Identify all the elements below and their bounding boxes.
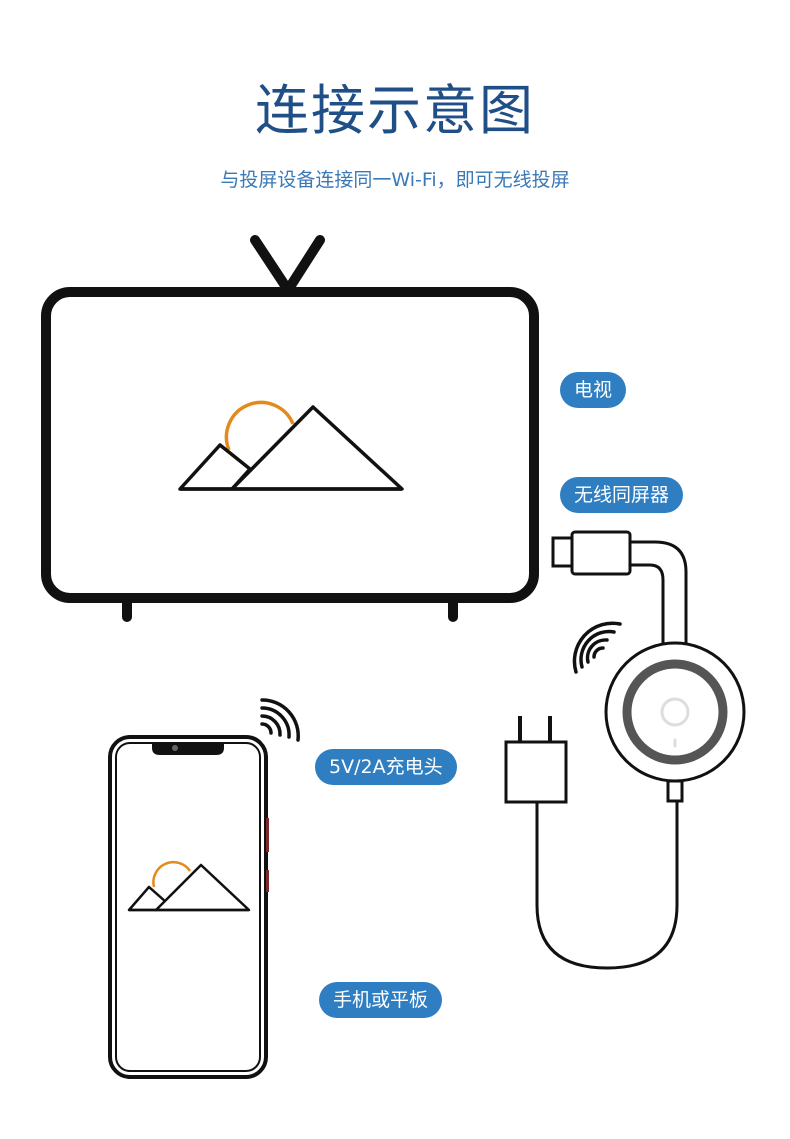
hdmi-plug-body (570, 530, 632, 576)
hdmi-plug-tip (551, 536, 575, 568)
label-phone: 手机或平板 (319, 982, 443, 1018)
dongle-illustration (604, 641, 746, 803)
label-dongle: 无线同屏器 (560, 477, 684, 513)
phone-wifi-icon (260, 698, 300, 742)
dongle-wifi-icon (572, 621, 622, 674)
label-tv: 电视 (560, 372, 627, 408)
page-subtitle: 与投屏设备连接同一Wi-Fi，即可无线投屏 (220, 169, 570, 191)
power-cable (535, 801, 679, 970)
tv-antenna-icon (250, 235, 325, 295)
charger-illustration (504, 716, 568, 804)
label-charger: 5V/2A充电头 (315, 749, 457, 785)
phone-illustration (108, 735, 269, 1079)
page-title: 连接示意图 (255, 79, 535, 142)
tv-image-icon (178, 400, 404, 491)
tv-illustration (41, 235, 539, 622)
dongle-button-icon (660, 697, 690, 727)
hdmi-cable (551, 530, 688, 650)
phone-image-icon (127, 860, 251, 912)
